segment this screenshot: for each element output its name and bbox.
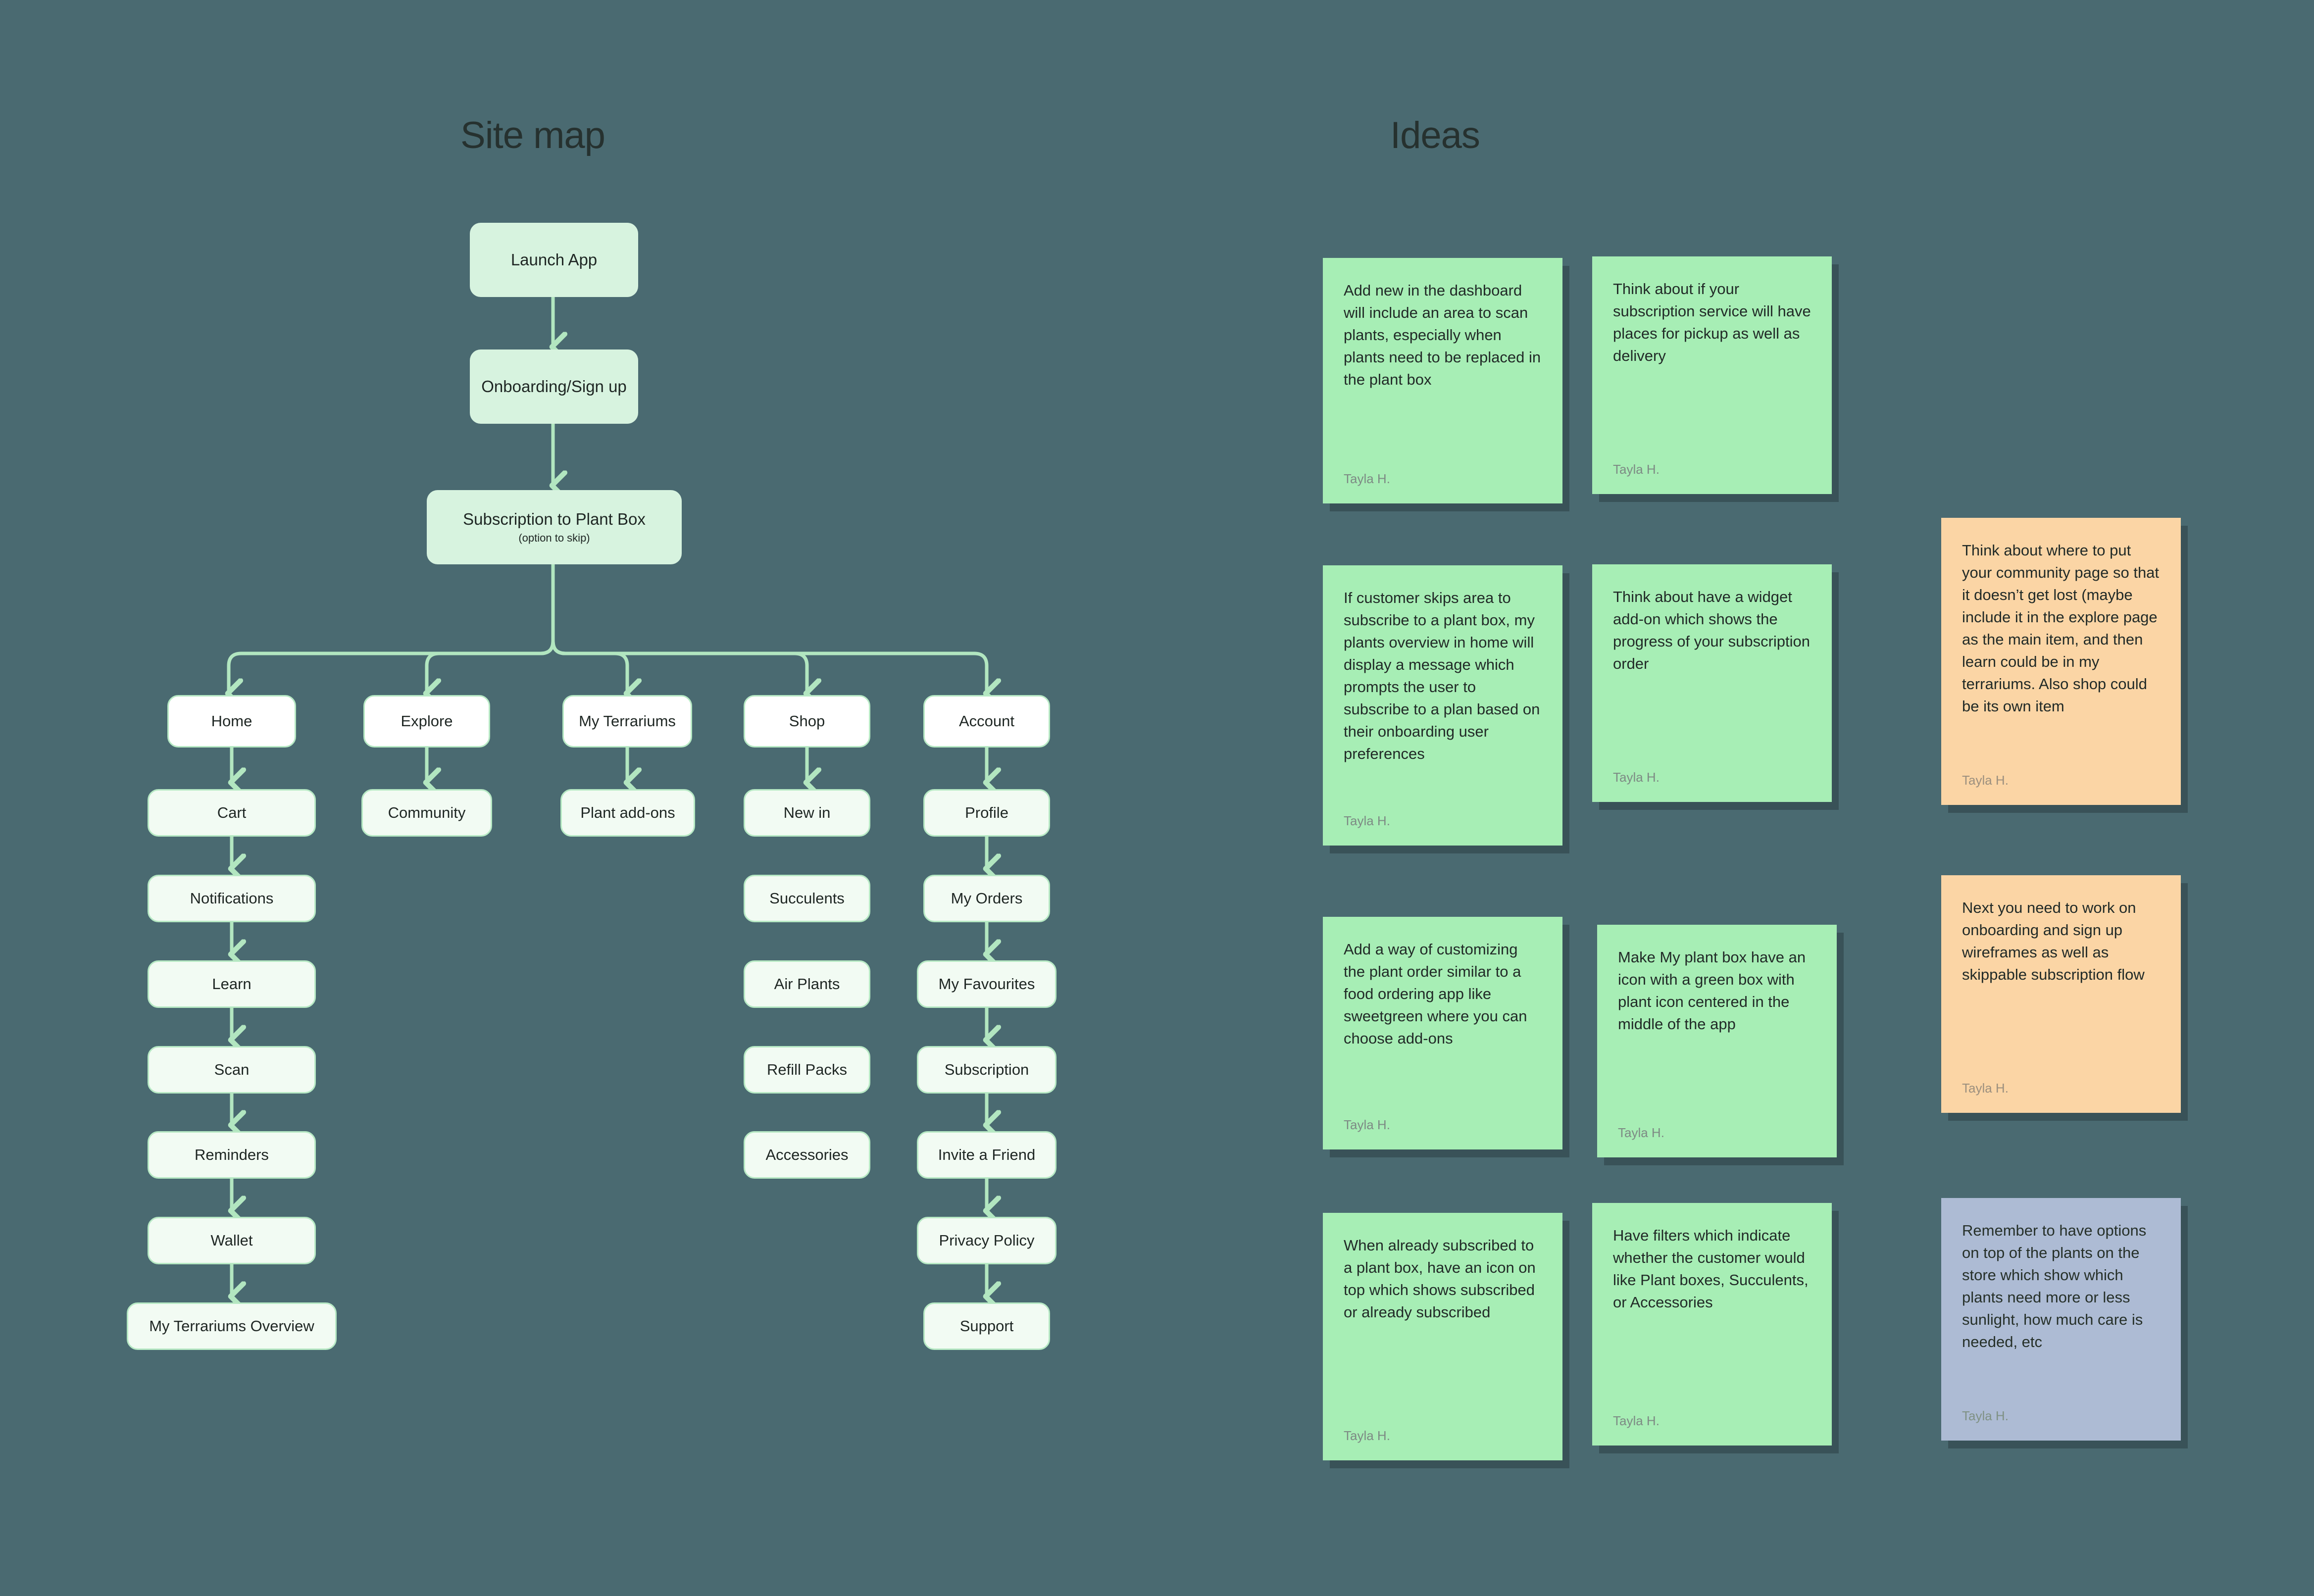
sticky-note[interactable]: Remember to have options on top of the p… xyxy=(1941,1198,2181,1441)
sticky-note[interactable]: If customer skips area to subscribe to a… xyxy=(1323,565,1562,846)
node-subscription-to-plant-box[interactable]: Subscription to Plant Box (option to ski… xyxy=(427,490,682,564)
ideas-section-title: Ideas xyxy=(1390,114,1480,156)
node-account[interactable]: Account xyxy=(923,695,1050,748)
node-plant-add-ons[interactable]: Plant add-ons xyxy=(560,789,695,837)
node-launch-app[interactable]: Launch App xyxy=(470,223,638,297)
node-my-terrariums-overview[interactable]: My Terrariums Overview xyxy=(127,1302,337,1350)
node-cart[interactable]: Cart xyxy=(148,789,316,837)
sticky-note[interactable]: When already subscribed to a plant box, … xyxy=(1323,1213,1562,1460)
sticky-note[interactable]: Add a way of customizing the plant order… xyxy=(1323,917,1562,1149)
node-explore[interactable]: Explore xyxy=(363,695,490,748)
node-support[interactable]: Support xyxy=(923,1302,1050,1350)
node-home[interactable]: Home xyxy=(167,695,296,748)
node-onboarding-sign-up[interactable]: Onboarding/Sign up xyxy=(470,349,638,424)
node-my-favourites[interactable]: My Favourites xyxy=(917,960,1056,1008)
node-notifications[interactable]: Notifications xyxy=(148,875,316,922)
sticky-note[interactable]: Make My plant box have an icon with a gr… xyxy=(1597,925,1837,1157)
sticky-note[interactable]: Think about if your subscription service… xyxy=(1592,256,1832,494)
sticky-note[interactable]: Think about have a widget add-on which s… xyxy=(1592,564,1832,802)
sticky-note[interactable]: Have filters which indicate whether the … xyxy=(1592,1203,1832,1446)
node-refill-packs[interactable]: Refill Packs xyxy=(744,1046,870,1094)
node-community[interactable]: Community xyxy=(361,789,492,837)
node-shop[interactable]: Shop xyxy=(744,695,870,748)
node-invite-a-friend[interactable]: Invite a Friend xyxy=(917,1131,1056,1179)
node-accessories[interactable]: Accessories xyxy=(744,1131,870,1179)
node-succulents[interactable]: Succulents xyxy=(744,875,870,922)
sitemap-section-title: Site map xyxy=(460,114,605,156)
node-profile[interactable]: Profile xyxy=(923,789,1050,837)
node-wallet[interactable]: Wallet xyxy=(148,1217,316,1264)
node-my-orders[interactable]: My Orders xyxy=(923,875,1050,922)
sticky-note[interactable]: Add new in the dashboard will include an… xyxy=(1323,258,1562,503)
sticky-note[interactable]: Next you need to work on onboarding and … xyxy=(1941,875,2181,1113)
node-subscription[interactable]: Subscription xyxy=(917,1046,1056,1094)
node-new-in[interactable]: New in xyxy=(744,789,870,837)
node-learn[interactable]: Learn xyxy=(148,960,316,1008)
node-scan[interactable]: Scan xyxy=(148,1046,316,1094)
node-my-terrariums[interactable]: My Terrariums xyxy=(562,695,692,748)
node-reminders[interactable]: Reminders xyxy=(148,1131,316,1179)
node-air-plants[interactable]: Air Plants xyxy=(744,960,870,1008)
node-privacy-policy[interactable]: Privacy Policy xyxy=(917,1217,1056,1264)
sticky-note[interactable]: Think about where to put your community … xyxy=(1941,518,2181,805)
